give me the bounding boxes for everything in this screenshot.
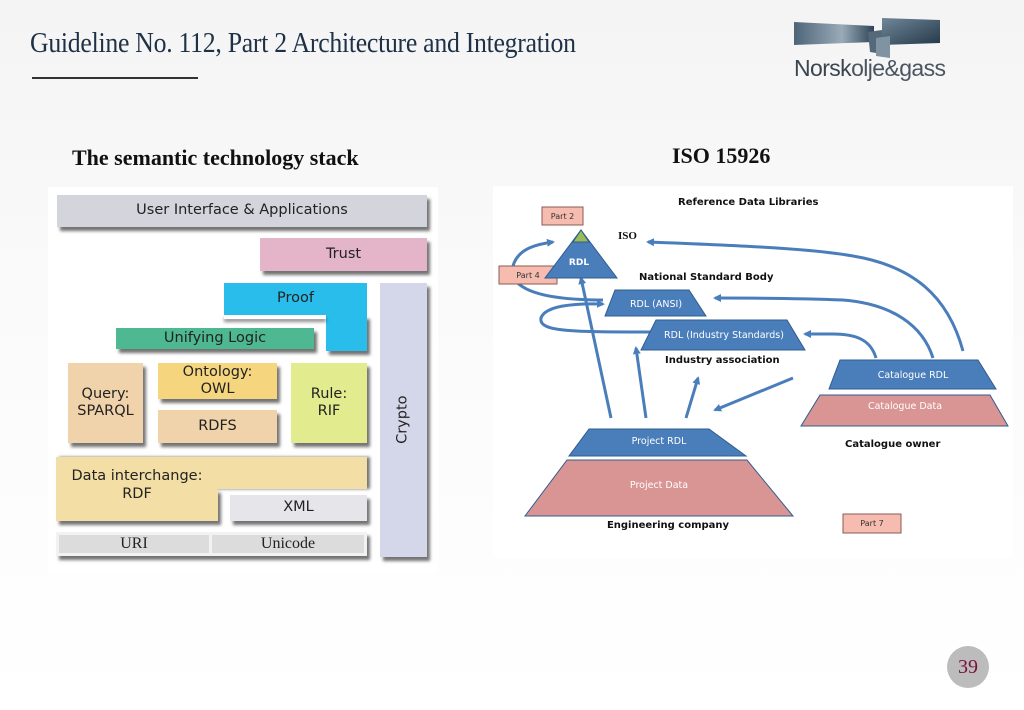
iso-label: ISO <box>618 230 637 242</box>
part7-label: Part 7 <box>860 519 883 528</box>
layer-label: User Interface & Applications <box>136 202 348 219</box>
rdl-label: RDL <box>569 258 589 268</box>
semantic-stack-diagram: User Interface & Applications Trust Proo… <box>48 187 438 572</box>
arrow-catalogue-to-industry <box>803 330 878 359</box>
title-underline <box>32 77 198 79</box>
project-rdl-label: Project RDL <box>632 436 687 447</box>
layer-label: RDF <box>122 486 152 503</box>
rdl-ansi-label: RDL (ANSI) <box>630 299 682 310</box>
logo-word-olje-gass: olje&gass <box>851 55 946 81</box>
stack-layer-trust: Trust <box>260 238 427 271</box>
stack-heading: The semantic technology stack <box>72 145 359 170</box>
stack-layer-uri: URI <box>59 535 209 553</box>
part2-label: Part 2 <box>551 212 574 221</box>
rdl-industry-label: RDL (Industry Standards) <box>664 330 784 341</box>
stack-layer-crypto: Crypto <box>380 283 427 557</box>
stack-layer-unifying-logic: Unifying Logic <box>116 328 314 349</box>
rdl-title: Reference Data Libraries <box>678 197 818 208</box>
stack-layer-query: Query:SPARQL <box>68 363 143 443</box>
stack-layer-unicode: Unicode <box>212 535 364 553</box>
layer-label: URI <box>120 535 148 553</box>
layer-label: SPARQL <box>77 403 134 419</box>
rdf-top <box>56 457 367 489</box>
arrow-project-to-industry-label <box>684 376 701 419</box>
layer-label: RIF <box>317 403 341 419</box>
arrow-catalogue-to-rdl <box>646 238 965 352</box>
layer-label: Proof <box>277 290 314 307</box>
iso-apex <box>572 229 590 243</box>
rdl-industry-shape <box>640 319 806 351</box>
layer-label: Rule: <box>310 385 348 402</box>
iso-rdl-triangle <box>544 229 618 279</box>
part7-box <box>842 513 902 534</box>
project-rdl-shape <box>568 428 748 457</box>
layer-label: RDFS <box>198 417 237 434</box>
stack-layer-xml: XML <box>230 495 367 521</box>
stack-layer-rule: Rule:RIF <box>291 363 367 443</box>
catalogue-data-shape <box>800 394 1009 427</box>
logo-wordmark: Norskolje&gass <box>794 55 946 82</box>
arrow-project-to-rdl <box>578 276 613 419</box>
iso-heading: ISO 15926 <box>672 143 771 168</box>
slide-title: Guideline No. 112, Part 2 Architecture a… <box>30 28 576 59</box>
iso15926-diagram: Part 2 Part 4 Reference Data Libraries R… <box>493 186 1013 558</box>
stack-layer-uri-unicode: URI Unicode <box>56 532 367 556</box>
layer-label: OWL <box>200 381 235 397</box>
catalogue-owner-label: Catalogue owner <box>845 439 940 450</box>
stack-layer-rdfs: RDFS <box>158 410 277 443</box>
project-data-label: Project Data <box>630 480 688 491</box>
page-number-badge: 39 <box>947 646 989 688</box>
national-standard-body-label: National Standard Body <box>639 272 774 283</box>
arrow-project-to-industry <box>632 346 648 419</box>
layer-label: Trust <box>325 245 362 262</box>
project-data-shape <box>524 459 795 517</box>
arrow-industry-to-ansi <box>539 299 654 334</box>
engineering-company-label: Engineering company <box>607 520 730 531</box>
part2-box <box>541 206 584 226</box>
norsk-olje-gass-logo-icon <box>794 18 940 58</box>
layer-label: Crypto <box>394 395 411 445</box>
arrow-catalogue-to-ansi <box>713 294 935 359</box>
stack-layer-ontology: Ontology:OWL <box>158 363 277 399</box>
industry-association-label: Industry association <box>665 355 780 366</box>
iso-diagram-canvas: Part 2 Part 4 Reference Data Libraries R… <box>498 197 1009 534</box>
layer-label: Unicode <box>260 535 316 553</box>
part4-label: Part 4 <box>516 271 539 280</box>
layer-label: Unifying Logic <box>163 329 267 346</box>
stack-layer-ui: User Interface & Applications <box>57 195 427 227</box>
layer-label: Query: <box>81 385 130 402</box>
rdf-bottom <box>56 489 218 521</box>
proof-shadow <box>224 315 326 319</box>
arrow-catalogue-to-project <box>713 376 794 412</box>
proof-top: Proof <box>224 283 367 315</box>
rdf-label: Data interchange: RDF <box>56 467 218 503</box>
catalogue-rdl-shape <box>828 359 997 390</box>
layer-label: Data interchange: <box>71 468 203 484</box>
logo-word-norsk: Norsk <box>794 55 852 81</box>
catalogue-data-label: Catalogue Data <box>868 401 942 412</box>
rdl-ansi-shape <box>604 289 707 317</box>
catalogue-rdl-label: Catalogue RDL <box>878 370 949 381</box>
layer-label: Ontology: <box>182 363 253 380</box>
layer-label: XML <box>283 499 314 516</box>
proof-leg <box>326 315 367 351</box>
